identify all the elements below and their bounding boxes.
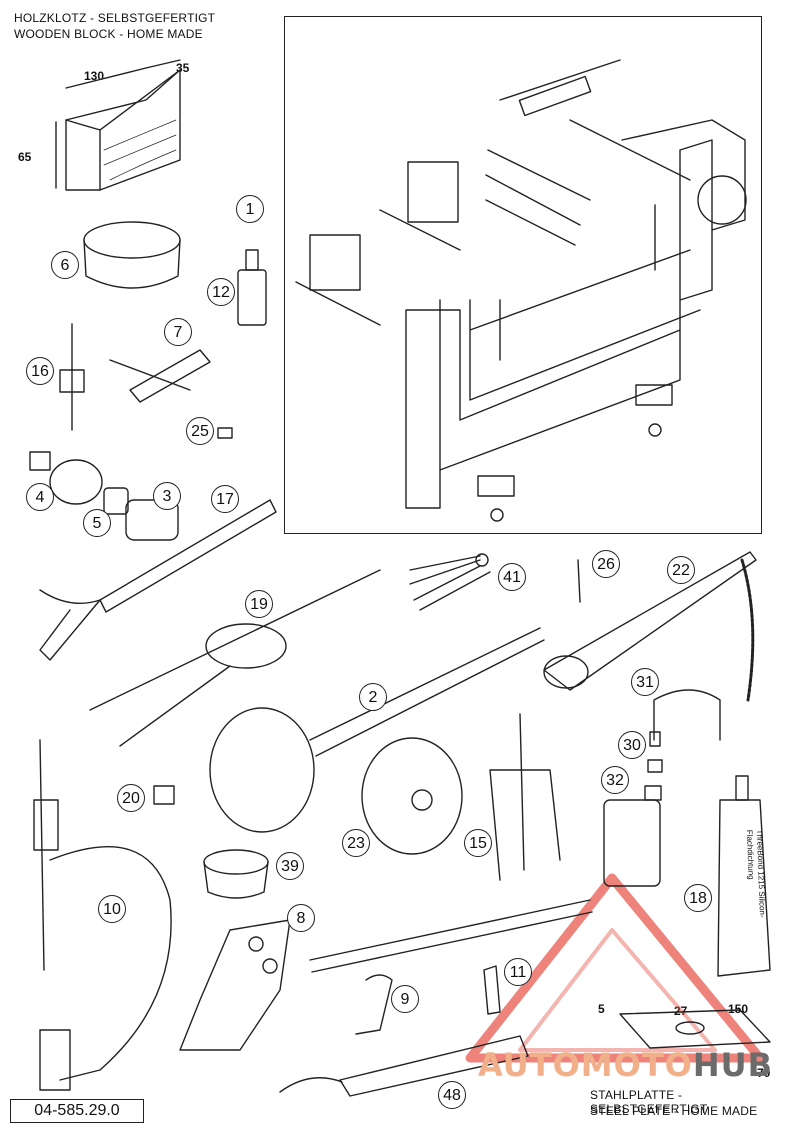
callout-15: 15 [464,829,492,857]
steel-plate-dim-width: 70 [757,1066,771,1080]
engine-stand-frame [284,16,762,534]
wood-block-dim-height: 65 [18,150,32,164]
callout-16: 16 [26,357,54,385]
part-16-puller [59,323,85,431]
part-31-hook [653,689,721,741]
watermark-part1: AUTOMOTO [478,1046,693,1084]
callout-23: 23 [342,829,370,857]
watermark-logo: AUTOMOTOHUB [478,1046,773,1084]
part-8-fork-tool [179,899,593,1051]
callout-19: 19 [245,590,273,618]
part-25-pin [217,427,233,439]
watermark-part2: HUB [692,1046,774,1084]
callout-2: 2 [359,683,387,711]
callout-10: 10 [98,895,126,923]
steel-plate-dim-thickness: 5 [598,1002,605,1016]
part-15-puller [489,713,561,881]
callout-1: 1 [236,195,264,223]
callout-17: 17 [211,485,239,513]
part-12-bottle [237,249,267,326]
callout-4: 4 [26,483,54,511]
part-17-bar [39,499,277,661]
callout-7: 7 [164,318,192,346]
part-3-sleeve [125,499,179,541]
callout-30: 30 [618,731,646,759]
callout-5: 5 [83,509,111,537]
callout-31: 31 [631,668,659,696]
tube-label: ThreeBond 1215 Silicon-Flachdichtung [724,829,768,950]
engine-stand [295,59,747,522]
part-20-screw [153,785,175,805]
callout-18: 18 [684,884,712,912]
callout-22: 22 [667,556,695,584]
part-4-extractor [29,451,103,505]
oil-bottle [603,785,662,887]
callout-3: 3 [153,482,181,510]
part-9-tool [355,974,393,1035]
part-26-pin [577,559,581,603]
part-6-ring [83,221,181,289]
part-18-tube [717,775,771,977]
part-41-feeler-gauge [409,553,491,611]
part-48-grease-gun [279,1035,529,1097]
tube-brand: ThreeBond [754,829,766,870]
part-2-holder [209,627,545,833]
callout-12: 12 [207,278,235,306]
wood-block-title-de: HOLZKLOTZ - SELBSTGEFERTIGT [14,11,216,25]
part-30-nozzle [649,731,661,747]
steel-plate-title-de: STAHLPLATTE - SELBSTGEFERTIGT [590,1088,708,1116]
steel-plate-title-en: STEEL PLATE - HOME MADE [590,1104,758,1118]
part-10-valve-spring-compressor [33,739,172,1091]
callout-25: 25 [186,417,214,445]
wooden-block [55,59,181,191]
callout-32: 32 [601,766,629,794]
callout-39: 39 [276,852,304,880]
part-39-cup [203,849,269,899]
part-22-chain-wrench [543,551,757,702]
callout-20: 20 [117,784,145,812]
callout-26: 26 [592,550,620,578]
callout-48: 48 [438,1081,466,1109]
steel-plate-dim-hole: 27 [674,1004,688,1018]
callout-11: 11 [504,958,532,986]
part-7-tool [109,349,211,403]
wood-block-title-en: WOODEN BLOCK - HOME MADE [14,27,203,41]
part-19-puller [89,569,381,747]
part-number-box: 04-585.29.0 [10,1099,144,1123]
callout-41: 41 [498,563,526,591]
callout-9: 9 [391,985,419,1013]
part-32-nozzle [647,759,663,773]
part-23-flywheel-puller [361,737,463,855]
part-5-sleeve [103,487,129,515]
watermark-triangle-icon [465,873,765,1063]
tube-code: 1215 [756,871,766,890]
steel-plate [619,1009,771,1049]
callout-6: 6 [51,251,79,279]
callout-8: 8 [287,904,315,932]
part-11-tube [483,965,501,1015]
